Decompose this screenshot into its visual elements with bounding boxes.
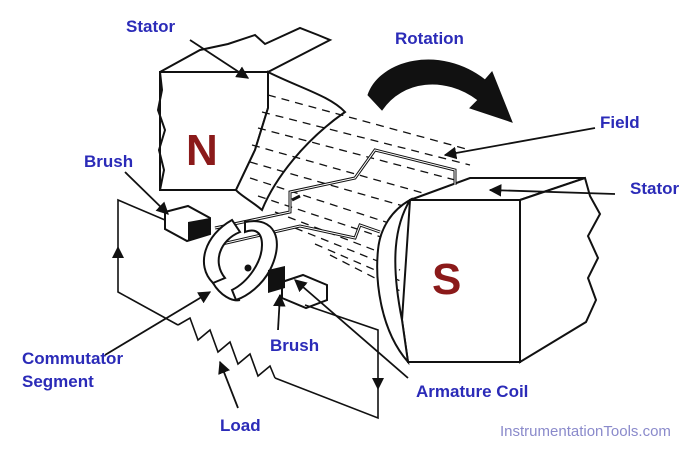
load-label: Load [220, 416, 261, 435]
north-stator-block [156, 26, 333, 191]
magnetic-field-lines [249, 94, 471, 296]
commutator-label-line2: Segment [22, 372, 94, 391]
right-brush [268, 266, 328, 310]
armature-coil-label: Armature Coil [416, 382, 529, 401]
current-arrow-down-icon [372, 378, 384, 390]
current-arrow-up-icon [112, 246, 124, 258]
label-leader-arrows [104, 39, 616, 409]
brush-bottom-label: Brush [270, 336, 320, 355]
rotation-arrow-icon [367, 59, 513, 123]
north-pole-face [234, 70, 347, 212]
commutator-label-line1: Commutator [22, 349, 124, 368]
south-pole-face [376, 197, 413, 366]
stator-top-label: Stator [126, 17, 176, 36]
left-brush [164, 204, 211, 243]
commutator-rings [203, 218, 278, 302]
field-label: Field [600, 113, 640, 132]
site-watermark: InstrumentationTools.com [500, 423, 671, 440]
stator-right-label: Stator [630, 179, 680, 198]
load-circuit [117, 198, 379, 420]
north-pole-letter: N [186, 126, 218, 175]
rotation-label: Rotation [395, 29, 464, 48]
south-pole-letter: S [432, 255, 462, 304]
brush-left-label: Brush [84, 152, 134, 171]
